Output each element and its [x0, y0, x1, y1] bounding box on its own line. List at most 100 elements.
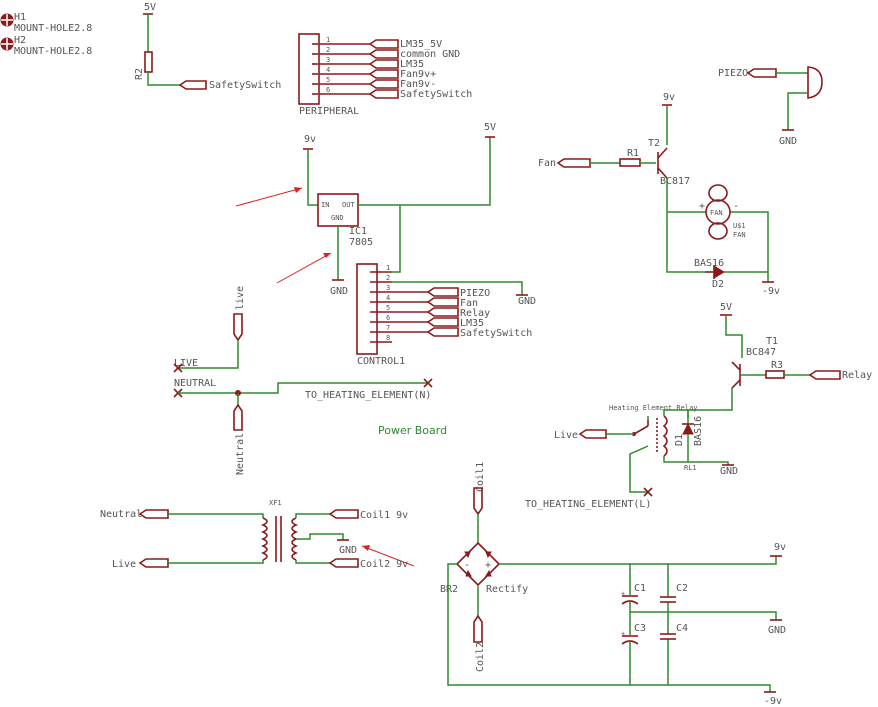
fan-minus: -	[733, 201, 739, 212]
svg-text:+: +	[621, 590, 625, 598]
control-pin-7: 7	[386, 324, 390, 332]
control-pin-6: 6	[386, 314, 390, 322]
relay-supply-label: 5V	[720, 302, 732, 313]
t1-label: T1	[766, 336, 778, 347]
d2-diode[interactable]	[705, 265, 725, 279]
br2-name: BR2	[440, 584, 458, 595]
c2-capacitor[interactable]	[660, 596, 676, 603]
rl1-name: RL1	[684, 464, 697, 472]
control-pin-8: 8	[386, 334, 390, 342]
peripheral-connector[interactable]: 1 2 3 4 5 6 LM35_5V common GND LM35 Fan9…	[298, 33, 472, 117]
piezo-circuit[interactable]: PIEZO GND	[718, 66, 823, 147]
d1-value: BAS16	[693, 416, 704, 446]
mains-circuit[interactable]: live LIVE NEUTRAL TO_HEATING_ELEMENT(N) …	[173, 286, 433, 475]
xf1-coil1-port[interactable]	[328, 509, 359, 519]
c4-label: C4	[676, 623, 688, 634]
neutral-port[interactable]	[233, 403, 243, 431]
control-net-relay: Relay	[460, 308, 490, 319]
rect-gnd-label: GND	[768, 625, 786, 636]
fan-driver-circuit[interactable]: 9v Fan R1 T2 BC817 -9v FAN + - U$1 FAN	[538, 92, 780, 297]
c3-label: C3	[634, 623, 646, 634]
r2-resistor[interactable]	[144, 51, 153, 73]
xf1-transformer[interactable]	[261, 516, 298, 562]
control-pin-5: 5	[386, 304, 390, 312]
c1-capacitor[interactable]: +	[621, 590, 639, 608]
svg-text:+: +	[621, 630, 625, 638]
control-net-lm35: LM35	[460, 318, 484, 329]
control-name: CONTROL1	[357, 356, 405, 367]
relay-driver-circuit[interactable]: 5V T1 BC847 R3 Relay Heating Element Rel…	[525, 302, 872, 510]
mount-hole-h2[interactable]: H2 MOUNT-HOLE2.8	[0, 35, 92, 57]
xf1-neutral-label: Neutral	[100, 509, 142, 520]
fan-neg-label: -9v	[762, 286, 780, 297]
live-port-label: live	[235, 286, 246, 310]
peripheral-net-4: Fan9v+	[400, 69, 436, 80]
regulator-gnd-label: GND	[330, 286, 348, 297]
c4-capacitor[interactable]	[660, 633, 676, 640]
d1-name: D1	[674, 434, 685, 446]
r1-label: R1	[627, 148, 639, 159]
rectifier-circuit[interactable]: Coil1 - + BR2 Rectify Coil2 -9v 9v GND	[440, 462, 786, 707]
r2-supply-label: 5V	[144, 2, 156, 13]
transformer-circuit[interactable]: XF1 Neutral Live GND Coil1 9v Coil2 9v	[100, 499, 408, 570]
relay-input-label: Relay	[842, 370, 872, 381]
control-gnd-label: GND	[518, 296, 536, 307]
peripheral-pin-3: 3	[326, 56, 330, 64]
piezo-buzzer[interactable]	[807, 66, 823, 99]
xf1-gnd-label: GND	[339, 545, 357, 556]
rect-coil1-port[interactable]	[473, 487, 483, 516]
br2-plus: +	[485, 560, 491, 571]
xf1-coil2-port[interactable]	[328, 558, 359, 568]
live-net-label: LIVE	[174, 358, 198, 369]
safety-switch-port[interactable]	[178, 80, 207, 90]
fan-plus: +	[699, 201, 705, 212]
relay-live-port[interactable]	[578, 429, 607, 439]
control-pin-1: 1	[386, 264, 390, 272]
regulator-pin-in: IN	[321, 201, 329, 209]
peripheral-pins	[312, 43, 370, 95]
c1-label: C1	[634, 583, 646, 594]
piezo-gnd-label: GND	[779, 136, 797, 147]
xf1-name: XF1	[269, 499, 282, 507]
r2-safety-circuit[interactable]: 5V R2 SafetySwitch	[134, 2, 281, 91]
fan-input-label: Fan	[538, 158, 556, 169]
neutral-port-label: Neutral	[235, 433, 246, 475]
t2-label: T2	[648, 138, 660, 149]
control-net-fan: Fan	[460, 298, 478, 309]
rect-neg-label: -9v	[764, 696, 782, 707]
peripheral-pin-4: 4	[326, 66, 330, 74]
relay-input-port[interactable]	[808, 370, 841, 380]
d2-value: BAS16	[694, 258, 724, 269]
xf1-coil2-label: Coil2 9v	[360, 559, 408, 570]
mount-hole-h1[interactable]: H1 MOUNT-HOLE2.8	[0, 12, 92, 34]
r1-resistor[interactable]	[619, 158, 641, 167]
fan-input-port[interactable]	[556, 158, 591, 168]
regulator-out-supply: 5V	[484, 122, 496, 133]
rect-coil2-port[interactable]	[473, 614, 483, 643]
xf1-live-port[interactable]	[138, 558, 169, 568]
fan-motor-label: FAN	[710, 209, 723, 217]
regulator-ic1[interactable]: 9v IN OUT GND IC1 7805 GND 5V	[303, 122, 496, 297]
rect-coil1-label: Coil1	[475, 462, 486, 492]
xf1-coil1-label: Coil1 9v	[360, 510, 408, 521]
fan-value: FAN	[733, 231, 746, 239]
live-port[interactable]	[233, 313, 243, 342]
mount-hole-h2-value: MOUNT-HOLE2.8	[14, 46, 92, 57]
relay-gnd-label: GND	[720, 466, 738, 477]
br2-bridge[interactable]: - +	[455, 541, 501, 587]
c3-capacitor[interactable]: +	[621, 630, 639, 648]
xf1-neutral-port[interactable]	[138, 509, 169, 519]
r3-resistor[interactable]	[765, 370, 785, 379]
rect-coil2-label: Coil2	[475, 642, 486, 672]
control-connector[interactable]: 1 2 3 4 5 6 7 8 GND PIEZO Fan Relay LM35…	[356, 263, 536, 367]
regulator-name: IC1	[349, 226, 367, 237]
piezo-label: PIEZO	[718, 68, 748, 79]
peripheral-pin-5: 5	[326, 76, 330, 84]
peripheral-pin-2: 2	[326, 46, 330, 54]
fan-motor[interactable]: FAN + - U$1 FAN	[699, 184, 746, 240]
peripheral-pin-6: 6	[326, 86, 330, 94]
t1-value: BC847	[746, 347, 776, 358]
mount-hole-h2-ref: H2	[14, 35, 26, 46]
rl1-relay[interactable]	[632, 415, 668, 457]
